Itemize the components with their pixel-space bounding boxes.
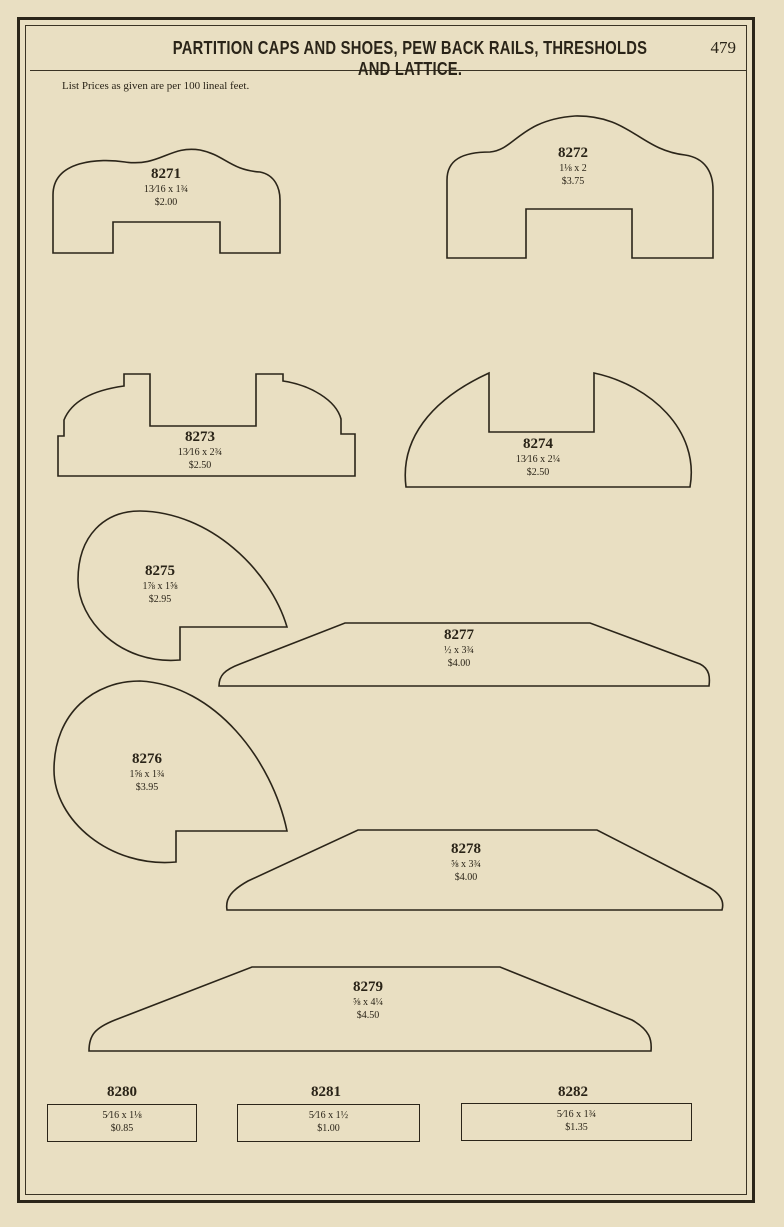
profile-size: 1⅞ x 1⅝ <box>142 581 178 592</box>
profile-number: 8271 <box>151 166 181 182</box>
profile-size: 1⅛ x 2 <box>559 163 587 174</box>
profile-size: 13⁄16 x 2¾ <box>177 447 223 458</box>
profile-size: 5⁄16 x 1½ <box>308 1110 349 1121</box>
price-note: List Prices as given are per 100 lineal … <box>62 80 250 92</box>
inner-border <box>25 25 747 1195</box>
profile-price: $2.50 <box>188 460 212 471</box>
profile-size: ½ x 3¾ <box>444 645 474 656</box>
profile-8279: 8279 ⅝ x 4¼ $4.50 <box>308 979 428 1022</box>
profile-number: 8275 <box>145 563 175 579</box>
profile-8277-outline <box>218 622 711 687</box>
profile-8274-outline <box>404 371 693 488</box>
profile-number: 8278 <box>451 841 481 857</box>
profile-size: 13⁄16 x 1¾ <box>143 184 189 195</box>
profile-price: $0.85 <box>110 1123 134 1134</box>
profile-number: 8273 <box>185 429 215 445</box>
profile-8271-outline <box>52 148 281 254</box>
profile-price: $2.00 <box>154 197 178 208</box>
profile-8278-outline <box>225 829 724 911</box>
profile-8276: 8276 1⅝ x 1¾ $3.95 <box>87 751 207 794</box>
profile-8282-number: 8282 <box>558 1084 588 1100</box>
profile-price: $4.50 <box>356 1010 380 1021</box>
profile-number: 8279 <box>353 979 383 995</box>
profile-size: ⅝ x 4¼ <box>353 997 383 1008</box>
profile-8274: 8274 13⁄16 x 2¼ $2.50 <box>478 436 598 479</box>
profile-8271: 8271 13⁄16 x 1¾ $2.00 <box>106 166 226 209</box>
profile-8273: 8273 13⁄16 x 2¾ $2.50 <box>140 429 260 472</box>
profile-size: 13⁄16 x 2¼ <box>515 454 561 465</box>
profile-size: 5⁄16 x 1¾ <box>556 1109 597 1120</box>
profile-price: $4.00 <box>447 658 471 669</box>
profile-number: 8274 <box>523 436 553 452</box>
profile-price: $3.75 <box>561 176 585 187</box>
profile-8278: 8278 ⅝ x 3¾ $4.00 <box>406 841 526 884</box>
profile-price: $2.95 <box>148 594 172 605</box>
profile-8281: 5⁄16 x 1½ $1.00 <box>237 1104 420 1142</box>
page-number: 479 <box>710 38 737 57</box>
profile-8272-outline <box>446 115 714 259</box>
profile-8276-outline <box>53 680 288 864</box>
profile-8277: 8277 ½ x 3¾ $4.00 <box>399 627 519 670</box>
profile-8280: 5⁄16 x 1⅛ $0.85 <box>47 1104 197 1142</box>
profile-price: $1.35 <box>565 1122 588 1133</box>
profile-8273-outline <box>57 373 356 477</box>
profile-8275: 8275 1⅞ x 1⅝ $2.95 <box>100 563 220 606</box>
profile-size: 5⁄16 x 1⅛ <box>102 1110 142 1121</box>
profile-8272: 8272 1⅛ x 2 $3.75 <box>513 145 633 188</box>
profile-price: $2.50 <box>526 467 550 478</box>
profile-8282: 5⁄16 x 1¾ $1.35 <box>461 1103 692 1141</box>
profile-number: 8276 <box>132 751 162 767</box>
page-header: PARTITION CAPS AND SHOES, PEW BACK RAILS… <box>30 30 746 79</box>
profile-8275-outline <box>77 510 289 662</box>
profile-number: 8277 <box>444 627 474 643</box>
profile-price: $4.00 <box>454 872 478 883</box>
profile-8281-number: 8281 <box>311 1084 341 1100</box>
page-title: PARTITION CAPS AND SHOES, PEW BACK RAILS… <box>172 38 648 79</box>
outer-border <box>17 17 755 1203</box>
profile-number: 8272 <box>558 145 588 161</box>
profile-size: ⅝ x 3¾ <box>451 859 481 870</box>
profile-8279-outline <box>88 966 653 1052</box>
profile-price: $3.95 <box>135 782 159 793</box>
profile-size: 1⅝ x 1¾ <box>129 769 165 780</box>
profile-8280-number: 8280 <box>107 1084 137 1100</box>
profile-price: $1.00 <box>317 1123 340 1134</box>
